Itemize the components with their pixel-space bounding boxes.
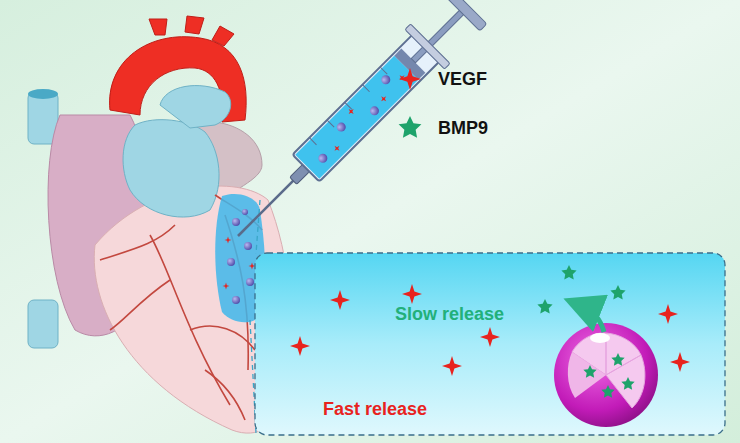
legend-star bbox=[399, 68, 421, 90]
fast-release-label: Fast release bbox=[323, 400, 427, 420]
syringe bbox=[218, 0, 488, 256]
legend-label: VEGF bbox=[438, 70, 487, 90]
legend-star bbox=[399, 116, 422, 138]
bmp9-stars bbox=[537, 265, 625, 313]
inset-panel bbox=[255, 253, 725, 435]
legend-label: BMP9 bbox=[438, 119, 488, 139]
inset-box: Slow releaseFast release bbox=[255, 253, 725, 435]
slow-release-label: Slow release bbox=[395, 305, 504, 325]
heart bbox=[28, 16, 292, 433]
microsphere bbox=[554, 306, 658, 427]
